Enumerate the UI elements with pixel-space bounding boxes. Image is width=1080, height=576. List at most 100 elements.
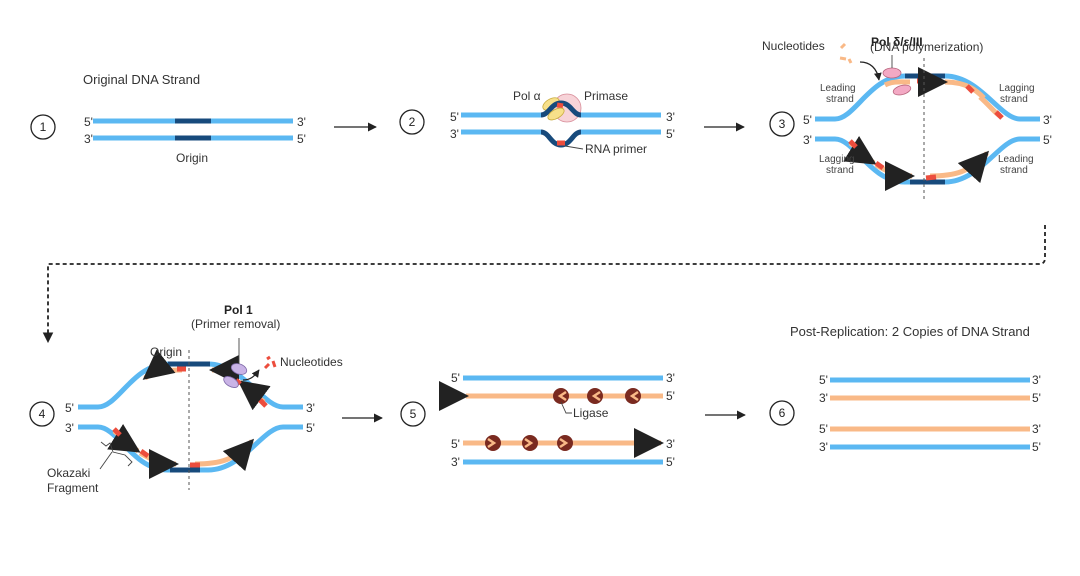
step-4-number-badge <box>29 401 55 427</box>
pol-alpha-label: Pol α <box>513 89 541 103</box>
end-label: 3' <box>451 389 460 403</box>
step-3-number: 3 <box>779 117 786 131</box>
step-2-number: 2 <box>409 115 416 129</box>
end-label: 3' <box>819 440 828 454</box>
nucleotides-label: Nucleotides <box>280 355 343 369</box>
step-5-number-badge <box>400 401 426 427</box>
enzyme-role-label: (DNA polymerization) <box>870 40 983 54</box>
end-label: 3' <box>803 133 812 147</box>
new-leading-strand <box>929 150 990 184</box>
end-label: 5' <box>1032 440 1041 454</box>
end-label: 5' <box>666 455 675 469</box>
strand-label: strand <box>1000 94 1028 105</box>
step-1: Original DNA Strand 1 5' 3' 3' 5' Origin <box>30 72 306 165</box>
origin-label: Origin <box>150 345 182 359</box>
end-label: 5' <box>450 110 459 124</box>
leader-line <box>560 401 572 414</box>
ligase-icon <box>522 435 538 451</box>
strand-label: strand <box>826 165 854 176</box>
end-label: 5' <box>65 401 74 415</box>
new-leading-strand <box>883 79 911 88</box>
origin-bubble-top <box>540 100 582 118</box>
end-label: 3' <box>451 455 460 469</box>
end-label: 5' <box>819 422 828 436</box>
step-1-title: Original DNA Strand <box>83 72 200 87</box>
pol-delta-enzyme-icon <box>892 84 912 96</box>
end-label: 3' <box>819 391 828 405</box>
step-6-title: Post-Replication: 2 Copies of DNA Strand <box>790 324 1030 339</box>
step-5-number: 5 <box>410 407 417 421</box>
end-label: 3' <box>450 127 459 141</box>
ligase-icon <box>485 435 501 451</box>
step-2: 2 5' 3' 3' 5' Pol α Primase RNA primer <box>399 89 675 156</box>
rna-primer-label: RNA primer <box>585 142 647 156</box>
okazaki-fragment <box>917 66 986 100</box>
step-1-number: 1 <box>40 120 47 134</box>
leader-line <box>99 451 113 470</box>
nucleotide-arrow <box>859 61 882 81</box>
new-strand <box>209 355 240 386</box>
ligase-label: Ligase <box>573 406 609 420</box>
rna-primer-segment <box>139 448 150 459</box>
step-3-number-badge <box>769 111 795 137</box>
rna-primer-segment <box>848 139 858 149</box>
strand-label: Lagging <box>999 83 1035 94</box>
nucleotide-icon <box>847 58 853 64</box>
end-label: 3' <box>666 371 675 385</box>
rna-primer-segment <box>994 110 1004 120</box>
nucleotide-icon <box>271 360 277 368</box>
end-label: 5' <box>297 132 306 146</box>
end-label: 5' <box>1032 391 1041 405</box>
nucleotide-icon <box>839 42 847 50</box>
rna-primer-segment <box>874 160 885 171</box>
ligase-icon <box>625 388 641 404</box>
end-label: 3' <box>666 110 675 124</box>
nucleotides-label: Nucleotides <box>762 39 825 53</box>
end-label: 5' <box>306 421 315 435</box>
nucleotide-icon <box>839 56 847 61</box>
step-6-number-badge <box>769 400 795 426</box>
step-6: Post-Replication: 2 Copies of DNA Strand… <box>769 324 1041 454</box>
primase-label: Primase <box>584 89 628 103</box>
step-4-number: 4 <box>39 407 46 421</box>
end-label: 5' <box>451 371 460 385</box>
nucleotide-icon <box>263 362 271 370</box>
step-5: 5 5' 3' 3' 5' Ligase 5' 3' 3' 5' <box>400 371 675 469</box>
end-label: 3' <box>1032 373 1041 387</box>
strand-label: strand <box>1000 165 1028 176</box>
rna-primer-segment <box>556 102 564 109</box>
end-label: 3' <box>1043 113 1052 127</box>
end-label: 3' <box>666 437 675 451</box>
pol-1-enzyme-icon <box>230 363 248 375</box>
end-label: 5' <box>666 127 675 141</box>
step-3: 3 5' 3' 3' 5' Pol δ/ε/III ( <box>762 35 1052 200</box>
enzyme-name: Pol 1 <box>224 303 253 317</box>
step-1-number-badge <box>30 114 56 140</box>
step-4: 4 5' 3' 3' 5' Pol 1 (Primer removal) <box>29 303 343 495</box>
nucleotide-icon <box>266 355 271 361</box>
end-label: 3' <box>1032 422 1041 436</box>
okazaki-label: Okazaki <box>47 466 90 480</box>
primer-removal-arrow <box>242 369 260 381</box>
enzyme-name: Pol δ/ε/III <box>871 35 923 49</box>
end-label: 5' <box>666 389 675 403</box>
end-label: 5' <box>451 437 460 451</box>
ligase-icon <box>587 388 603 404</box>
end-label: 3' <box>306 401 315 415</box>
new-strand <box>194 438 255 472</box>
rna-primer-segment <box>112 427 122 437</box>
pol-1-enzyme-icon <box>223 376 239 388</box>
new-strand <box>142 349 183 381</box>
step-2-number-badge <box>399 109 425 135</box>
strand-label: Leading <box>820 83 856 94</box>
origin-label: Origin <box>176 151 208 165</box>
connector-arrow-step-3-to-4 <box>42 225 1046 344</box>
strand-label: strand <box>826 94 854 105</box>
leader-line <box>564 145 584 150</box>
end-label: 5' <box>84 115 93 129</box>
step-6-number: 6 <box>779 406 786 420</box>
end-label: 3' <box>297 115 306 129</box>
ligase-icon <box>553 388 569 404</box>
rna-primer-segment <box>925 174 937 181</box>
